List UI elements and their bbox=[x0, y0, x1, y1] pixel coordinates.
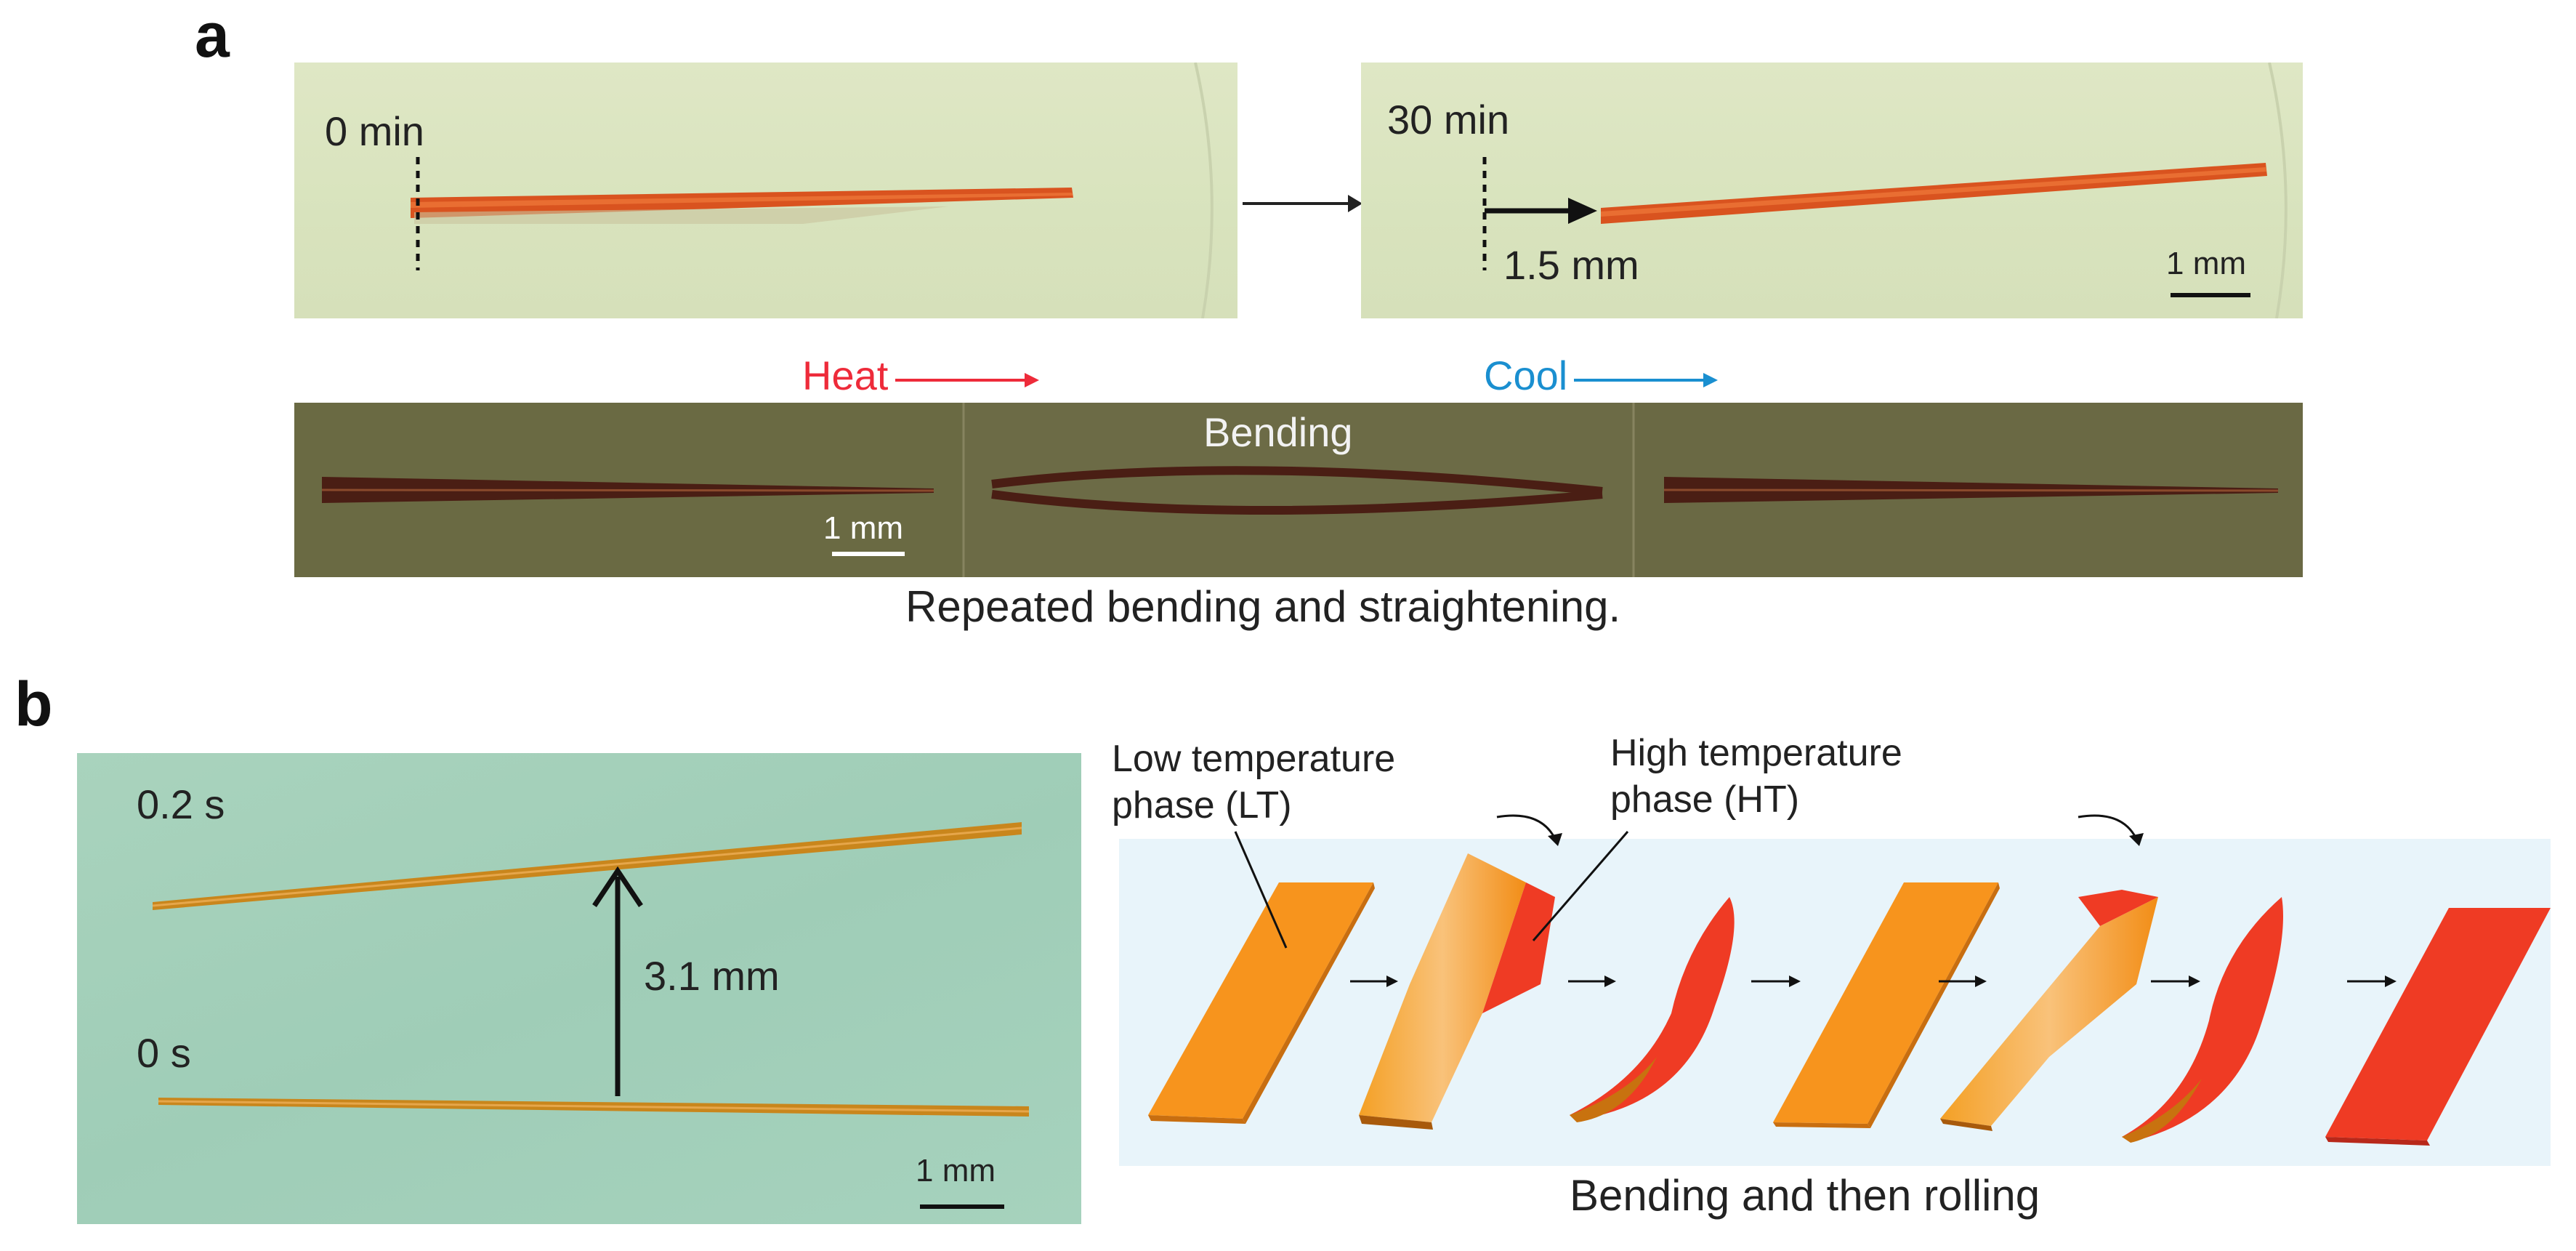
strip-scale-bar-label: 1 mm bbox=[823, 510, 903, 546]
heat-label: Heat bbox=[802, 353, 889, 398]
rotation-arrow-icon bbox=[1496, 814, 1556, 840]
time-label-0min: 0 min bbox=[325, 108, 424, 154]
lt-crystal-1 bbox=[1148, 882, 1373, 1119]
ht-label-line1: High temperature bbox=[1610, 732, 1902, 774]
rotation-arrow-icon bbox=[2078, 814, 2138, 840]
ht-leader-line bbox=[1532, 831, 1629, 941]
crystal-0min-graphic bbox=[411, 63, 1214, 318]
crystal-jump-graphic bbox=[152, 822, 1030, 1209]
sequence-arrow-icon bbox=[1243, 195, 1362, 212]
lt-leader-line bbox=[1234, 831, 1288, 949]
panel-b-diagram bbox=[1119, 814, 2551, 1166]
step-arrow-icon bbox=[1568, 976, 1616, 987]
panel-a-bending-strip: Bending 1 mm bbox=[294, 403, 2303, 577]
lt-label-line1: Low temperature bbox=[1112, 738, 1396, 780]
step-arrow-icon bbox=[2347, 976, 2397, 987]
cool-arrow-icon bbox=[1574, 373, 1718, 387]
step-arrow-icon bbox=[1751, 976, 1801, 987]
crystal-30min-graphic bbox=[1482, 63, 2288, 318]
panel-a-caption: Repeated bending and straightening. bbox=[905, 582, 1621, 631]
scale-bar-label: 1 mm bbox=[2166, 246, 2246, 281]
panel-b-letter: b bbox=[15, 669, 53, 739]
panel-b-photo: 0.2 s 0 s 3.1 mm 1 mm bbox=[77, 753, 1081, 1224]
time-label-0s: 0 s bbox=[137, 1030, 191, 1076]
panel-b-caption: Bending and then rolling bbox=[1570, 1171, 2040, 1220]
phase-transition-diagram bbox=[1148, 814, 2551, 1146]
bending-label: Bending bbox=[1203, 409, 1353, 455]
ht-label-line2: phase (HT) bbox=[1610, 779, 1800, 821]
heat-arrow-icon bbox=[895, 373, 1039, 387]
bending-sequence-graphic bbox=[294, 403, 2303, 577]
panel-a-photo-30min: 30 min 1.5 mm 1 mm bbox=[1361, 63, 2303, 318]
photo-scale-bar-label: 1 mm bbox=[916, 1153, 996, 1188]
lt-label-line2: phase (LT) bbox=[1112, 784, 1292, 826]
panel-a-letter: a bbox=[195, 1, 230, 71]
cool-label: Cool bbox=[1484, 353, 1568, 398]
step-arrow-icon bbox=[1939, 976, 1987, 987]
displacement-label-1-5mm: 1.5 mm bbox=[1503, 242, 1639, 288]
step-arrow-icon bbox=[2151, 976, 2200, 987]
displacement-label-3-1mm: 3.1 mm bbox=[644, 953, 780, 999]
step-arrow-icon bbox=[1350, 976, 1398, 987]
time-label-0-2s: 0.2 s bbox=[137, 781, 225, 827]
ht-crystal-final bbox=[2325, 908, 2551, 1141]
panel-a-photo-0min: 0 min bbox=[294, 63, 1237, 318]
time-label-30min: 30 min bbox=[1387, 97, 1510, 142]
